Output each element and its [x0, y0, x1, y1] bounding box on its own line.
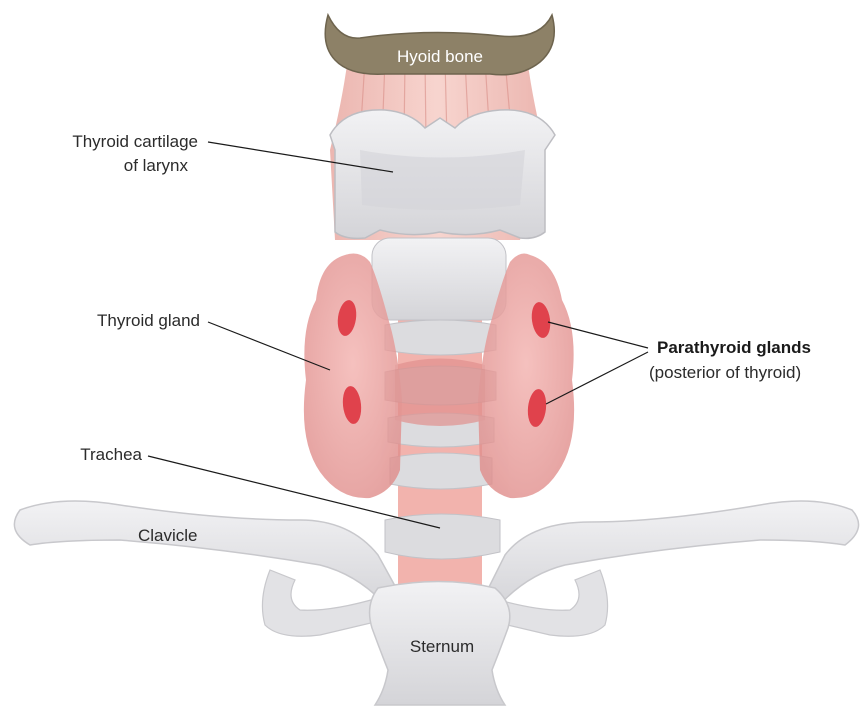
sternum-label: Sternum — [410, 637, 474, 656]
trachea-label: Trachea — [80, 445, 142, 464]
hyoid-bone-label: Hyoid bone — [397, 47, 483, 66]
trachea-ring — [385, 514, 500, 559]
parathyroid-glands-label: Parathyroid glands — [657, 338, 811, 357]
parathyroid-glands-note: (posterior of thyroid) — [649, 363, 801, 382]
cricoid-cartilage — [372, 238, 506, 320]
thyroid-isthmus — [395, 359, 485, 427]
thyroid-gland-label: Thyroid gland — [97, 311, 200, 330]
trachea-ring — [385, 320, 496, 355]
clavicle-label: Clavicle — [138, 526, 198, 545]
clavicle-left — [14, 501, 400, 610]
thyroid-cartilage-label-line2: of larynx — [124, 156, 189, 175]
thyroid-cartilage-label: Thyroid cartilage — [72, 132, 198, 151]
trachea-ring — [390, 453, 492, 489]
clavicle-right — [485, 501, 859, 610]
thyroid-cartilage-shadow — [360, 150, 525, 210]
